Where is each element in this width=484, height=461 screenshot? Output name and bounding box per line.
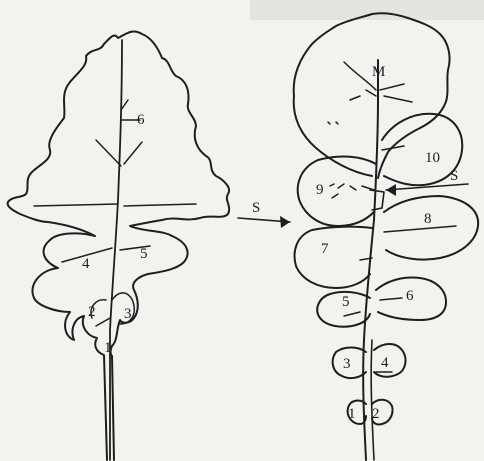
arrow-left-label: S: [252, 200, 260, 216]
arrow-right-label: S: [450, 168, 458, 184]
left-lobe-label-1: 1: [104, 340, 112, 356]
right-lobe-label-8: 8: [424, 211, 432, 227]
right-notch: [370, 190, 384, 210]
right-lobe-label-10: 10: [425, 150, 440, 166]
arrow-left-head: [280, 216, 290, 228]
right-apex-label: M: [372, 64, 385, 80]
left-lobe-label-5: 5: [140, 246, 148, 262]
right-lobe-label-2: 2: [372, 406, 380, 422]
left-lobe-label-3: 3: [124, 306, 132, 322]
scan-artifact: [250, 0, 484, 20]
left-leaf: [8, 31, 230, 460]
left-veins: [34, 100, 196, 326]
right-midrib: [363, 60, 378, 460]
right-lobe-label-5: 5: [342, 294, 350, 310]
right-lobe-9-marks: [330, 184, 356, 198]
right-terminal-veins: [328, 62, 412, 124]
right-lobe-label-6: 6: [406, 288, 414, 304]
arrow-left-s: [238, 216, 290, 228]
right-lobe-7: [295, 227, 372, 288]
right-lobe-9: [298, 157, 376, 226]
right-lobe-label-3: 3: [343, 356, 351, 372]
arrow-right-s: [386, 184, 468, 196]
arrow-right-head: [386, 184, 396, 196]
right-lobe-label-9: 9: [316, 182, 324, 198]
right-leaf: [294, 13, 478, 460]
left-lobe-label-6: 6: [137, 112, 145, 128]
right-lobe-label-7: 7: [321, 241, 329, 257]
right-lobe-label-1: 1: [348, 406, 356, 422]
right-lobe-label-4: 4: [381, 355, 389, 371]
left-lobe-label-2: 2: [88, 304, 96, 320]
left-lobe-label-4: 4: [82, 256, 90, 272]
right-stem-edge: [371, 340, 374, 460]
left-leaf-outline: [8, 31, 230, 460]
